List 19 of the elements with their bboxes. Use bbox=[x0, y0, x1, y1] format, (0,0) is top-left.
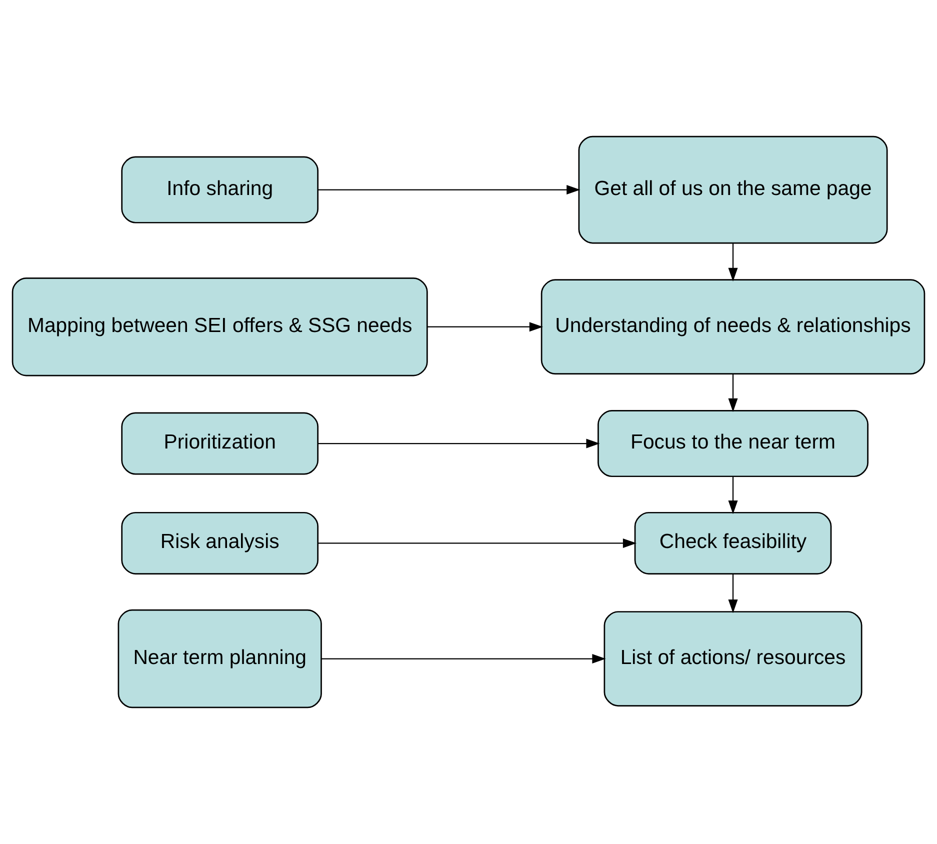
arrow bbox=[318, 438, 600, 448]
arrow bbox=[427, 322, 544, 332]
arrow bbox=[318, 185, 580, 195]
arrow bbox=[728, 374, 738, 412]
node-box: Near term planning bbox=[118, 609, 322, 708]
arrow bbox=[318, 538, 637, 548]
node-box: Info sharing bbox=[121, 156, 319, 224]
node-box: Prioritization bbox=[121, 412, 319, 475]
node-box: Check feasibility bbox=[634, 512, 832, 574]
node-box: Understanding of needs & relationships bbox=[540, 279, 926, 375]
node-box: Focus to the near term bbox=[598, 410, 868, 478]
node-box: Get all of us on the same page bbox=[578, 136, 888, 244]
arrow bbox=[728, 574, 738, 614]
arrow bbox=[728, 243, 738, 282]
node-box: Risk analysis bbox=[121, 512, 319, 574]
node-box: Mapping between SEI offers & SSG needs bbox=[12, 277, 428, 376]
node-box: List of actions/ resources bbox=[604, 611, 862, 706]
arrow bbox=[321, 654, 606, 664]
arrow bbox=[728, 476, 738, 514]
